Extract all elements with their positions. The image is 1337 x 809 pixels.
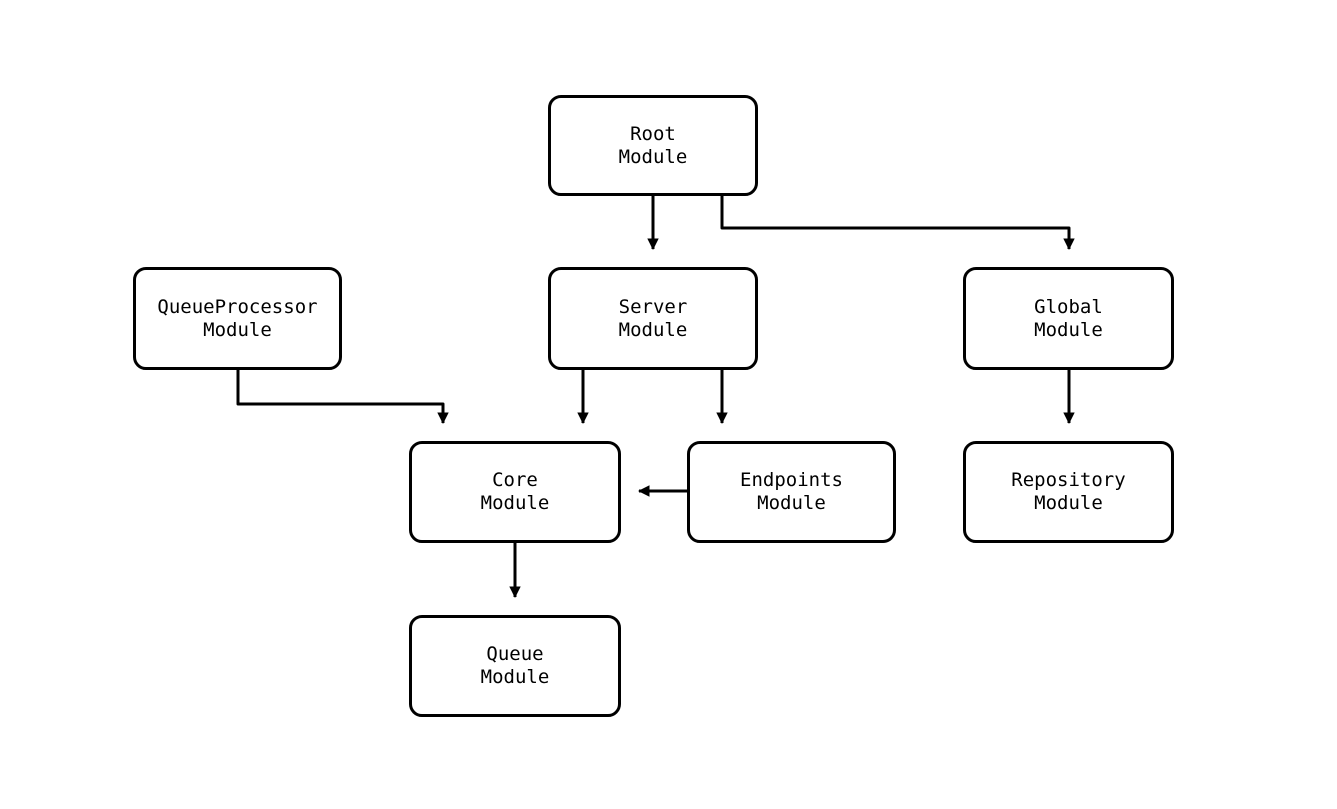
- node-label-line-2: Module: [1034, 318, 1103, 341]
- node-label-line-1: Queue: [486, 643, 544, 665]
- node-label-line-1: Server: [618, 295, 688, 318]
- node-label-line-2: Module: [618, 318, 688, 341]
- node-label-line-2: Module: [618, 145, 688, 168]
- node-label-line-1: Root: [630, 122, 676, 145]
- node-server-module[interactable]: Server Module: [548, 267, 758, 370]
- node-label-line-2: Module: [757, 492, 826, 514]
- node-label-line-1: Global: [1034, 295, 1103, 318]
- node-label-line-1: Repository: [1011, 469, 1126, 491]
- node-core-module[interactable]: Core Module: [409, 441, 621, 543]
- edge-root-to-global: [720, 196, 1075, 250]
- node-global-module[interactable]: Global Module: [963, 267, 1174, 370]
- node-label-line-1: Endpoints: [740, 469, 843, 491]
- node-repository-module[interactable]: Repository Module: [963, 441, 1174, 543]
- node-endpoints-module[interactable]: Endpoints Module: [687, 441, 896, 543]
- edge-queueprocessor-to-core: [236, 370, 449, 424]
- node-label-line-1: Core: [492, 469, 538, 491]
- node-label-line-1: QueueProcessor: [157, 295, 318, 318]
- node-label-line-2: Module: [1034, 492, 1103, 514]
- node-label-line-2: Module: [203, 318, 272, 341]
- node-label-line-2: Module: [480, 666, 550, 688]
- node-label-line-2: Module: [480, 492, 550, 514]
- node-queueprocessor-module[interactable]: QueueProcessor Module: [133, 267, 342, 370]
- node-root-module[interactable]: Root Module: [548, 95, 758, 196]
- node-queue-module[interactable]: Queue Module: [409, 615, 621, 717]
